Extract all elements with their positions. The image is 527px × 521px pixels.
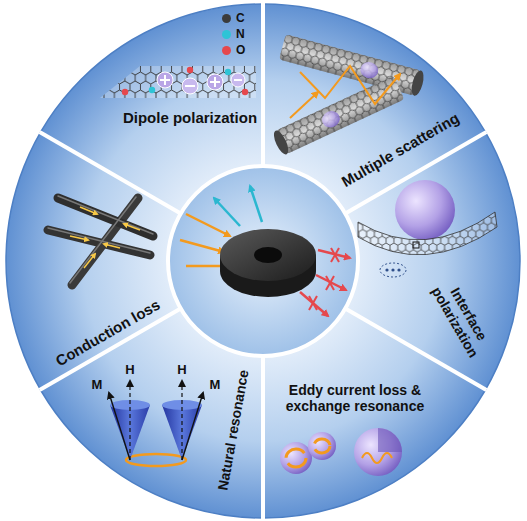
vector-label: M: [92, 378, 103, 391]
vector-label: H: [177, 363, 186, 376]
legend-text: O: [236, 43, 245, 57]
vector-label: M: [210, 378, 221, 391]
legend-row: C: [222, 10, 245, 26]
mechanism-sector: Eddy current loss & exchange resonance: [267, 382, 443, 414]
legend-row: O: [222, 42, 245, 58]
sector-title: Dipole polarization: [123, 109, 257, 126]
legend-text: N: [236, 27, 245, 41]
element-legend: CNO: [222, 10, 245, 58]
atom-swatch: [222, 30, 231, 39]
atom-swatch: [222, 14, 231, 23]
vector-label: H: [125, 363, 134, 376]
atom-swatch: [222, 46, 231, 55]
legend-text: C: [236, 11, 245, 25]
sector-title: Eddy current loss & exchange resonance: [269, 382, 441, 414]
legend-row: N: [222, 26, 245, 42]
mechanism-sector: Dipole polarization: [121, 109, 259, 126]
